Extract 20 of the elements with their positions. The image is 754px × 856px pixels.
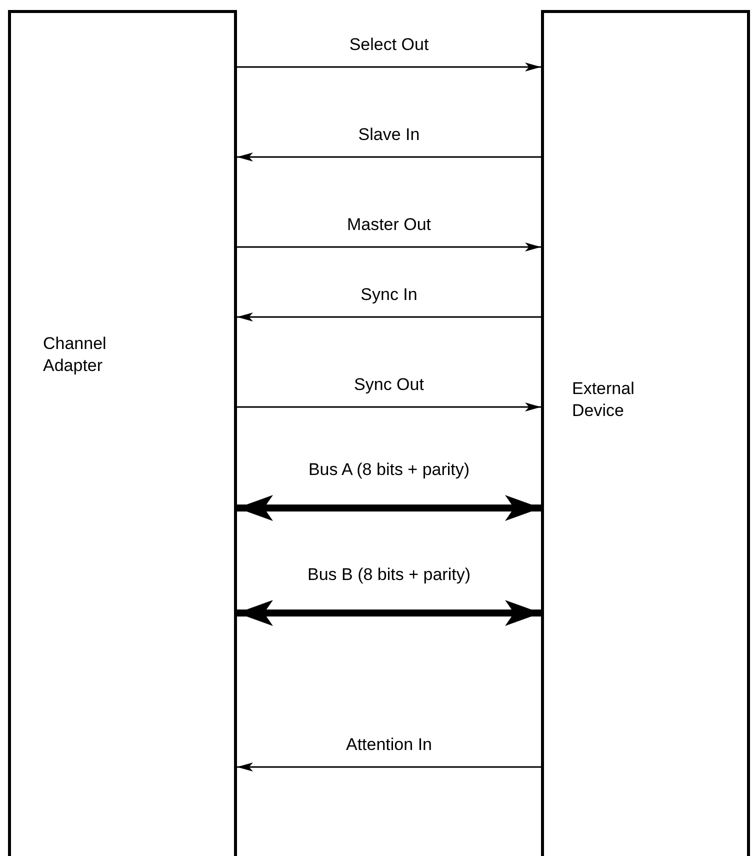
edge-label: Bus A (8 bits + parity)	[308, 460, 470, 480]
signal-arrow	[237, 62, 541, 72]
edge-label: Bus B (8 bits + parity)	[308, 565, 470, 585]
edge-label: Sync In	[360, 285, 418, 305]
signal-arrow	[237, 152, 541, 162]
bus-arrow	[237, 495, 541, 521]
device-name: External Device	[572, 378, 636, 422]
signal-arrow	[237, 762, 541, 772]
edge-label: Slave In	[358, 125, 420, 145]
device-box	[541, 10, 750, 856]
signal-arrow	[237, 242, 541, 252]
device-box	[8, 10, 237, 856]
edge-label: Attention In	[346, 735, 432, 755]
edge-label: Sync Out	[354, 375, 424, 395]
device-name: Channel Adapter	[43, 333, 108, 377]
edge-label: Master Out	[346, 215, 432, 235]
signal-arrow	[237, 312, 541, 322]
edge-label: Select Out	[349, 35, 429, 55]
bus-arrow	[237, 600, 541, 626]
signal-arrow	[237, 402, 541, 412]
